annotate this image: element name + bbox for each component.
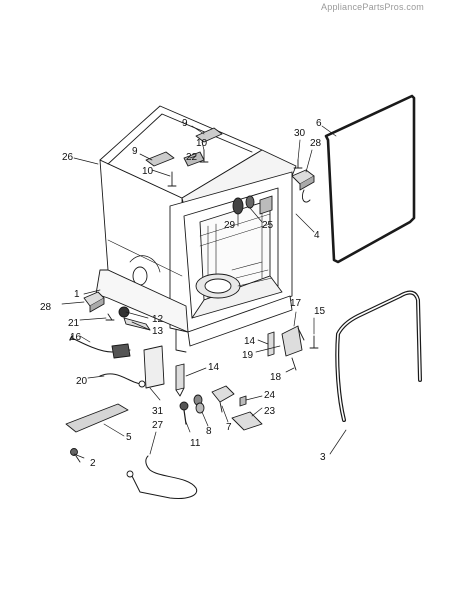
leader-lines	[61, 125, 347, 459]
callout-21: 21	[68, 318, 80, 329]
callout-10a: 10	[196, 138, 208, 149]
callout-19: 19	[242, 350, 254, 361]
part-16-harness	[69, 335, 131, 359]
callout-12: 12	[152, 314, 164, 325]
callout-13: 13	[152, 326, 164, 337]
callout-1: 1	[74, 289, 80, 300]
part-7-clip	[211, 385, 235, 413]
callout-6: 6	[316, 118, 322, 129]
part-20-cord	[99, 373, 141, 385]
callout-3: 3	[320, 452, 326, 463]
callout-24: 24	[264, 390, 276, 401]
part-14-legs	[175, 331, 275, 397]
callout-11: 11	[190, 438, 201, 449]
callout-9b: 9	[132, 146, 138, 157]
callout-30: 30	[294, 128, 306, 139]
callout-14a: 14	[208, 362, 220, 373]
callout-17: 17	[290, 298, 302, 309]
callout-5: 5	[126, 432, 132, 443]
part-18	[291, 357, 297, 371]
callout-28a: 28	[40, 302, 52, 313]
part-28-bracket-left	[83, 291, 105, 313]
part-2-screw	[70, 448, 81, 463]
callout-23: 23	[264, 406, 276, 417]
callout-2: 2	[90, 458, 96, 469]
callout-14b: 14	[244, 336, 256, 347]
callout-9a: 9	[182, 118, 188, 129]
tub-assembly	[95, 105, 297, 353]
callout-27: 27	[152, 420, 164, 431]
callout-10b: 10	[142, 166, 154, 177]
callout-31: 31	[152, 406, 164, 417]
callout-25: 25	[262, 220, 274, 231]
callout-15: 15	[314, 306, 326, 317]
part-11-screw	[179, 401, 189, 425]
callout-18: 18	[270, 372, 282, 383]
callout-labels: 1 2 3 4 5 6 7 8 9 9 10 10 11 12 13 14 14…	[40, 118, 326, 469]
part-27-wire	[131, 455, 198, 499]
part-17-19-bracket	[281, 325, 319, 357]
part-31-pad	[143, 345, 165, 389]
callout-26: 26	[62, 152, 74, 163]
callout-16: 16	[70, 332, 82, 343]
tub-gasket	[335, 290, 422, 422]
callout-20: 20	[76, 376, 88, 387]
callout-4: 4	[314, 230, 320, 241]
part-28-bracket-right	[291, 159, 315, 203]
callout-28b: 28	[310, 138, 322, 149]
callout-8: 8	[206, 426, 212, 437]
callout-7: 7	[226, 422, 232, 433]
part-23-24-clamp	[231, 395, 263, 431]
part-5-bracket	[65, 403, 129, 433]
watermark: AppliancePartsPros.com	[321, 2, 424, 12]
part-8-bushing	[193, 394, 205, 414]
callout-22: 22	[186, 152, 198, 163]
callout-29: 29	[224, 220, 236, 231]
